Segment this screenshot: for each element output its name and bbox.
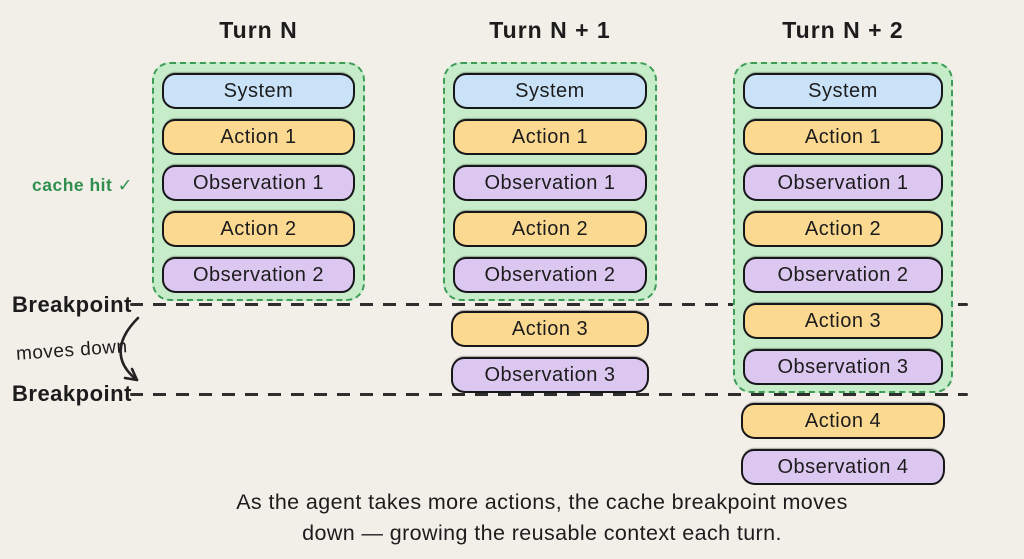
column-turn-n: System Action 1 Observation 1 Action 2 O… xyxy=(152,62,365,301)
box-observation-1: Observation 1 xyxy=(743,165,943,201)
column-title-turn-n-plus-2: Turn N + 2 xyxy=(782,17,904,43)
box-observation-2: Observation 2 xyxy=(453,257,647,293)
cache-container-turn-n-plus-1: System Action 1 Observation 1 Action 2 O… xyxy=(443,62,657,301)
breakpoint-line-bottom xyxy=(130,393,968,396)
box-action-3: Action 3 xyxy=(451,311,649,347)
caption: As the agent takes more actions, the cac… xyxy=(60,487,1024,549)
box-observation-1: Observation 1 xyxy=(162,165,355,201)
box-action-2: Action 2 xyxy=(453,211,647,247)
box-system: System xyxy=(453,73,647,109)
box-observation-3: Observation 3 xyxy=(451,357,649,393)
box-observation-3: Observation 3 xyxy=(743,349,943,385)
box-observation-2: Observation 2 xyxy=(743,257,943,293)
caption-line-2: down — growing the reusable context each… xyxy=(302,521,782,545)
box-system: System xyxy=(162,73,355,109)
column-title-turn-n-plus-1: Turn N + 1 xyxy=(489,17,611,43)
box-action-1: Action 1 xyxy=(453,119,647,155)
box-observation-2: Observation 2 xyxy=(162,257,355,293)
box-observation-4: Observation 4 xyxy=(741,449,945,485)
box-observation-1: Observation 1 xyxy=(453,165,647,201)
column-turn-n-plus-2: System Action 1 Observation 1 Action 2 O… xyxy=(733,62,953,485)
breakpoint-label-top: Breakpoint xyxy=(12,292,132,317)
caption-line-1: As the agent takes more actions, the cac… xyxy=(236,490,848,514)
box-action-3: Action 3 xyxy=(743,303,943,339)
breakpoint-label-bottom: Breakpoint xyxy=(12,381,132,406)
box-action-2: Action 2 xyxy=(162,211,355,247)
cache-container-turn-n: System Action 1 Observation 1 Action 2 O… xyxy=(152,62,365,301)
box-action-4: Action 4 xyxy=(741,403,945,439)
box-system: System xyxy=(743,73,943,109)
moves-down-arrow-icon xyxy=(119,316,140,382)
cache-hit-label: cache hit ✓ xyxy=(32,175,133,195)
breakpoint-line-top xyxy=(130,303,968,306)
column-turn-n-plus-1: System Action 1 Observation 1 Action 2 O… xyxy=(443,62,657,393)
box-action-1: Action 1 xyxy=(743,119,943,155)
box-action-2: Action 2 xyxy=(743,211,943,247)
column-title-turn-n: Turn N xyxy=(219,17,298,43)
cache-container-turn-n-plus-2: System Action 1 Observation 1 Action 2 O… xyxy=(733,62,953,393)
box-action-1: Action 1 xyxy=(162,119,355,155)
